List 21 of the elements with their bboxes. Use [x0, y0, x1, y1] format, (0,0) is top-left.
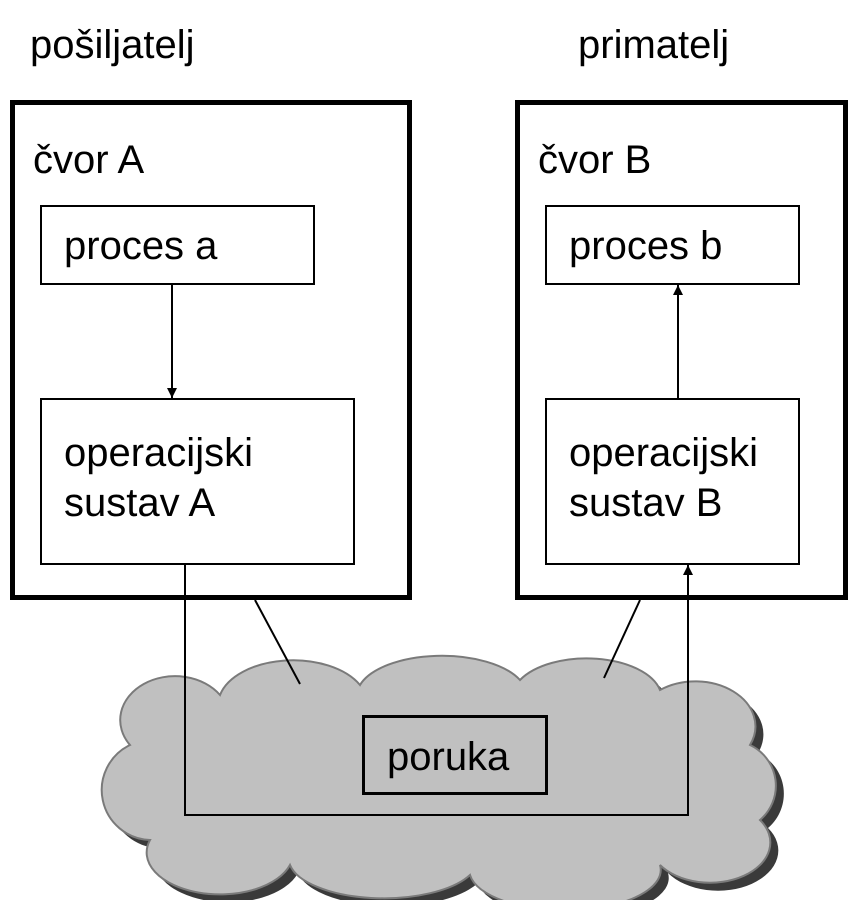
process-box — [362, 715, 548, 795]
node-label: čvor B — [538, 137, 652, 184]
process-box — [545, 205, 800, 285]
arrow — [673, 285, 683, 398]
node-label: operacijski sustav B — [569, 430, 759, 527]
arrow — [167, 285, 177, 398]
process-box — [40, 205, 315, 285]
process-box — [40, 398, 355, 565]
node-label: poruka — [387, 734, 510, 781]
heading-label: pošiljatelj — [30, 22, 195, 69]
connector-line — [254, 600, 301, 684]
arrow — [184, 565, 693, 816]
node-box — [515, 100, 848, 600]
node-label: operacijski sustav A — [64, 430, 254, 527]
node-label: proces b — [569, 223, 724, 270]
node-label: proces a — [64, 223, 218, 270]
process-box — [545, 398, 800, 565]
connector-line — [603, 600, 641, 678]
node-label: čvor A — [33, 137, 146, 184]
node-box — [10, 100, 412, 600]
heading-label: primatelj — [578, 22, 730, 69]
